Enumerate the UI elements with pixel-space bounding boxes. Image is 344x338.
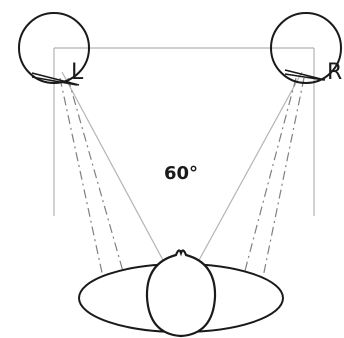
right-speaker-label: R (327, 60, 342, 85)
listener (78, 249, 284, 338)
right-speaker (270, 12, 342, 84)
right-speaker-circle (270, 12, 342, 84)
right-speaker-mark (284, 69, 326, 81)
left-speaker-label: L (71, 60, 84, 85)
listener-head (145, 249, 217, 338)
right-outer-axis-line (261, 77, 305, 283)
triangle-right-side (197, 71, 303, 263)
left-speaker-circle (18, 12, 90, 84)
left-outer-axis-line (59, 77, 105, 283)
left-inner-axis-line (67, 77, 127, 283)
right-inner-axis-line (241, 77, 297, 283)
angle-label: 60° (164, 163, 198, 184)
triangle-left-side (61, 71, 165, 263)
left-speaker-mark (31, 72, 80, 86)
left-speaker (18, 12, 90, 86)
